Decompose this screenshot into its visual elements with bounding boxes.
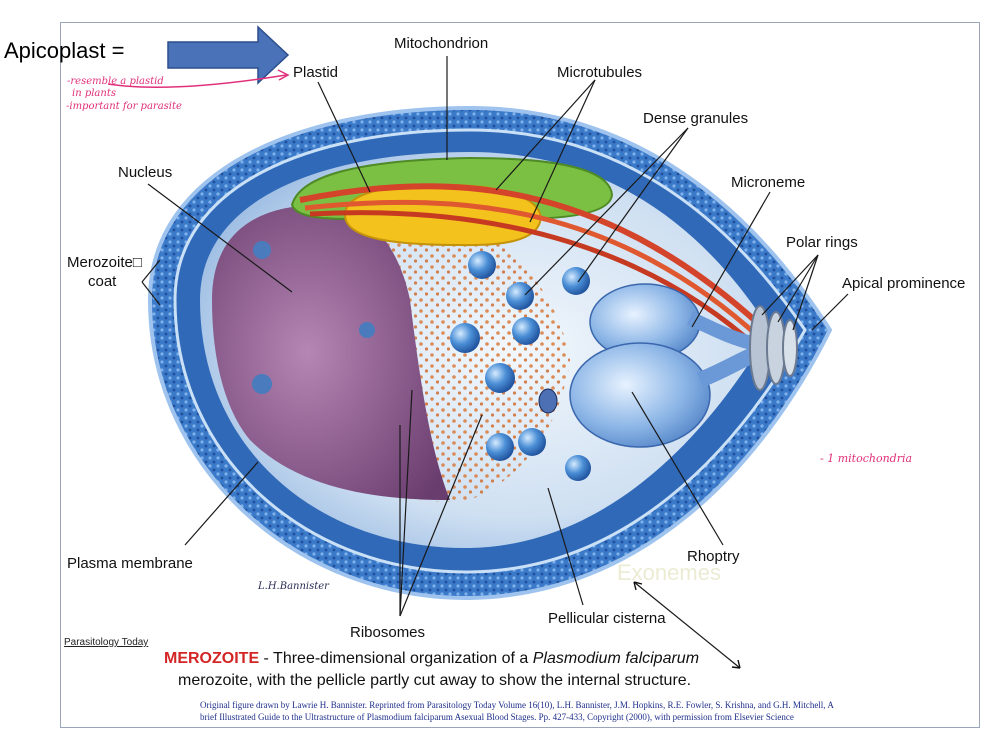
label-microneme: Microneme — [731, 174, 806, 191]
apicoplast-arrow — [167, 25, 290, 85]
artist-signature: L.H.Bannister — [258, 581, 329, 592]
label-rhoptry: Rhoptry — [687, 548, 740, 565]
label-merozoite-coat-1: Merozoite□ — [67, 254, 142, 271]
polar-ring — [782, 319, 798, 377]
label-ribosomes: Ribosomes — [350, 624, 426, 641]
label-nucleus: Nucleus — [118, 164, 173, 181]
dense-granule — [565, 455, 591, 481]
credit-line-2: brief Illustrated Guide to the Ultrastru… — [200, 712, 794, 722]
dense-granule-marker — [538, 388, 558, 414]
leader-lines — [141, 56, 849, 669]
dense-granule — [518, 428, 546, 456]
ghost-text: Exonemes — [617, 560, 721, 585]
handwritten-note-3: -important for parasite — [66, 101, 182, 112]
caption-bold-word: MEROZOITE — [164, 650, 260, 667]
microtubule — [299, 183, 763, 328]
caption-line-1: MEROZOITE - Three-dimensional organizati… — [164, 650, 699, 668]
nucleus-pore — [253, 241, 271, 259]
nucleus-pore — [252, 374, 272, 394]
microtubule — [309, 210, 762, 352]
handwritten-note-2: in plants — [72, 88, 116, 99]
label-polar-rings: Polar rings — [786, 234, 858, 251]
label-dense-granules: Dense granules — [643, 110, 749, 127]
label-merozoite-coat-2: coat — [88, 273, 117, 290]
dense-granule — [450, 323, 480, 353]
dense-granule — [512, 317, 540, 345]
double-arrow-head-top — [633, 581, 643, 591]
rhoptry-shape — [569, 342, 711, 448]
handwritten-mito-note: - 1 mitochondria — [820, 452, 913, 465]
microtubule — [304, 199, 762, 340]
dense-granule — [468, 251, 496, 279]
label-microtubules: Microtubules — [557, 64, 643, 81]
label-apical-prominence: Apical prominence — [842, 275, 966, 292]
handwritten-note-1: -resemble a plastid — [67, 76, 164, 87]
handwritten-arrowhead — [277, 69, 290, 81]
handwritten-arrow — [107, 74, 287, 89]
credit-line-1: Original figure drawn by Lawrie H. Banni… — [200, 700, 834, 710]
caption-species: Plasmodium falciparum — [532, 650, 700, 667]
label-plasma-membrane: Plasma membrane — [67, 555, 193, 572]
nucleus-shape — [212, 205, 450, 500]
dense-granule — [485, 363, 515, 393]
source-tag: Parasitology Today — [64, 637, 149, 648]
nucleus-pore — [359, 322, 375, 338]
label-plastid: Plastid — [293, 64, 339, 81]
double-arrow-head-bottom — [731, 659, 741, 669]
caption-text: - Three-dimensional organization of a — [259, 650, 533, 667]
apicoplast-note: Apicoplast = — [4, 38, 125, 63]
label-pellicular-cisterna: Pellicular cisterna — [548, 610, 666, 627]
caption-line-2: merozoite, with the pellicle partly cut … — [178, 672, 692, 689]
label-mitochondrion: Mitochondrion — [394, 35, 489, 52]
dense-granule — [486, 433, 514, 461]
dense-granule — [506, 282, 534, 310]
